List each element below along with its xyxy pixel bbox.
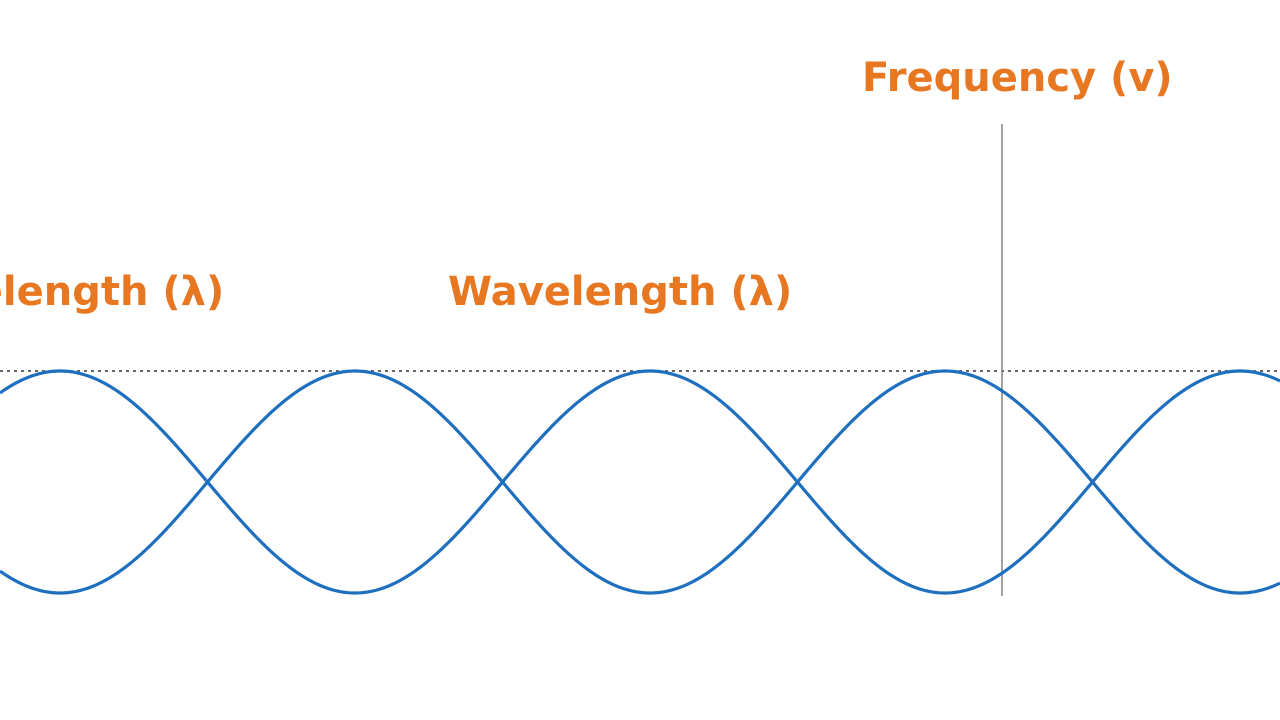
- wave-b: [0, 369, 1280, 595]
- frequency-label: Frequency (v): [862, 55, 1173, 101]
- wavelength-label-center: Wavelength (λ): [448, 269, 793, 315]
- wave-a: [0, 369, 1280, 595]
- wavelength-label-left: Wavelength (λ): [0, 269, 225, 315]
